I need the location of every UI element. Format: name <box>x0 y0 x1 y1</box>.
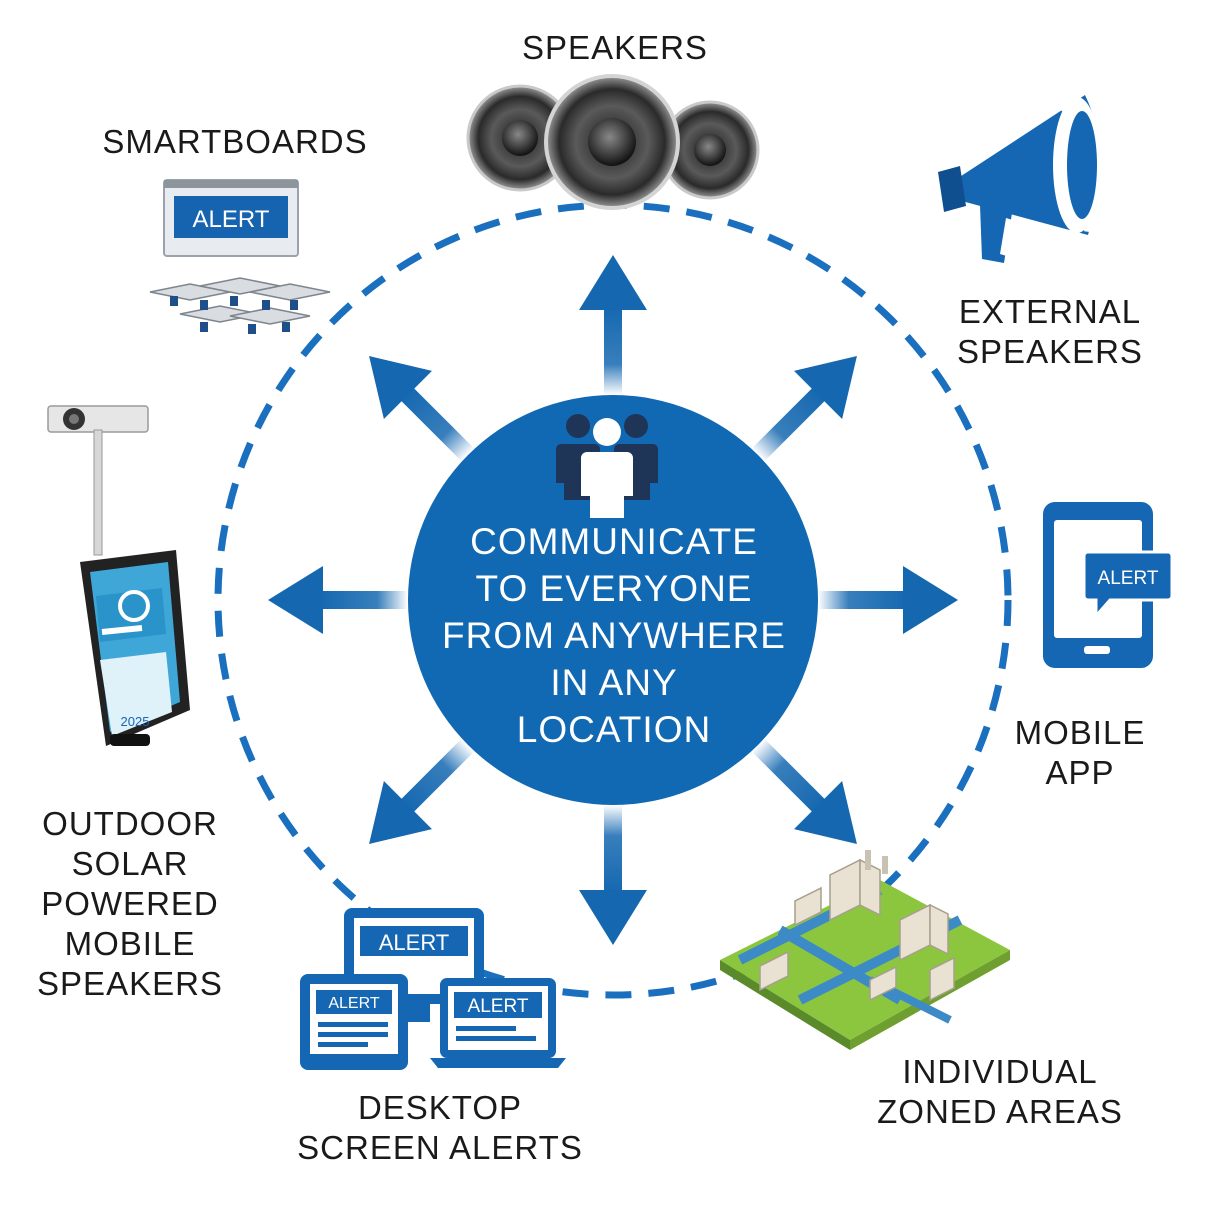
mobile-alert-text: ALERT <box>1098 568 1159 589</box>
label-line: SPEAKERS <box>957 333 1143 370</box>
smartboard-alert-text: ALERT <box>193 206 270 233</box>
arrow-down-right <box>751 738 857 844</box>
label-line: OUTDOOR <box>42 805 218 842</box>
label-line: SPEAKERS <box>522 29 708 66</box>
center-line: TO EVERYONE <box>475 568 753 609</box>
label-line: INDIVIDUAL <box>902 1053 1098 1090</box>
smartboard-icon: ALERT <box>149 179 331 334</box>
label-line: SMARTBOARDS <box>102 123 368 160</box>
label-line: DESKTOP <box>357 1089 523 1126</box>
arrow-up <box>579 255 647 395</box>
label-smartboards: SMARTBOARDS <box>80 122 390 162</box>
center-circle <box>408 395 818 805</box>
arrow-group <box>268 255 958 945</box>
city-map-icon <box>720 850 1010 1050</box>
desktop-alert-text-3: ALERT <box>468 996 529 1017</box>
center-line: FROM ANYWHERE <box>442 615 786 656</box>
label-speakers: SPEAKERS <box>460 28 770 68</box>
label-external-speakers: EXTERNAL SPEAKERS <box>930 292 1170 372</box>
label-line: SCREEN ALERTS <box>297 1129 583 1166</box>
label-line: SOLAR <box>71 845 189 882</box>
label-mobile-app: MOBILE APP <box>980 713 1180 793</box>
center-message: COMMUNICATE TO EVERYONE FROM ANYWHERE IN… <box>412 518 816 753</box>
arrow-left <box>268 566 408 634</box>
label-desktop-alerts: DESKTOP SCREEN ALERTS <box>280 1088 600 1168</box>
center-line: COMMUNICATE <box>470 521 758 562</box>
label-outdoor-speakers: OUTDOOR SOLAR POWERED MOBILE SPEAKERS <box>20 804 240 1004</box>
trolley-year-text: 2025 <box>121 714 150 729</box>
label-line: MOBILE <box>64 925 196 962</box>
people-group-icon <box>556 414 658 518</box>
solar-speaker-trolley-icon: 2025 <box>47 405 190 746</box>
label-line: ZONED AREAS <box>877 1093 1123 1130</box>
speakers-icon <box>466 74 760 210</box>
arrow-up-right <box>751 356 857 462</box>
devices-icon: ALERT ALERT ALERT <box>300 908 566 1070</box>
label-line: SPEAKERS <box>37 965 223 1002</box>
megaphone-icon <box>938 95 1101 263</box>
desktop-alert-text-1: ALERT <box>379 930 450 955</box>
arrow-down <box>579 805 647 945</box>
arrow-down-left <box>369 738 475 844</box>
label-zoned-areas: INDIVIDUAL ZONED AREAS <box>850 1052 1150 1132</box>
center-line: IN ANY <box>550 662 678 703</box>
center-line: LOCATION <box>516 709 712 750</box>
label-line: APP <box>1045 754 1115 791</box>
smartphone-icon: ALERT <box>1043 502 1174 668</box>
desktop-alert-text-2: ALERT <box>328 995 380 1012</box>
label-line: EXTERNAL <box>958 293 1142 330</box>
arrow-right <box>818 566 958 634</box>
label-line: POWERED <box>41 885 219 922</box>
label-line: MOBILE <box>1014 714 1146 751</box>
arrow-up-left <box>369 356 475 462</box>
